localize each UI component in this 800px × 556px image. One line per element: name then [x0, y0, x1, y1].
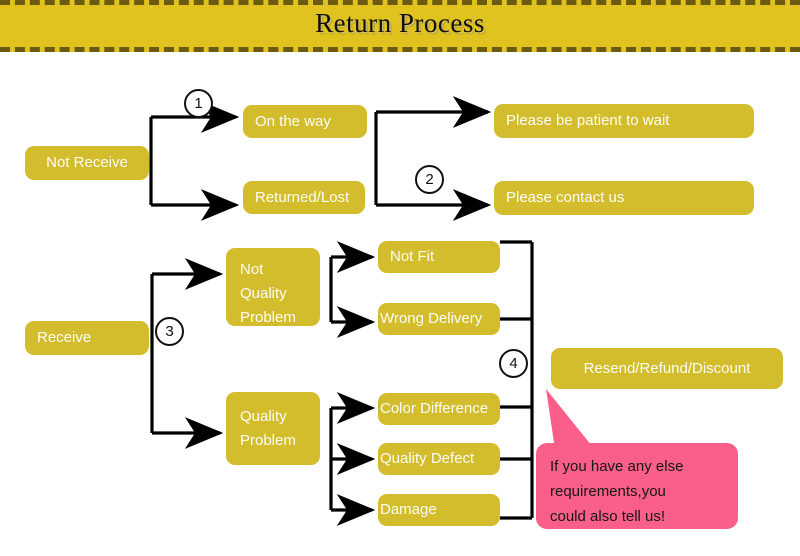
marker-step-2: 2: [415, 165, 444, 194]
node-returned-lost[interactable]: Returned/Lost: [243, 181, 365, 214]
callout-bubble: If you have any else requirements,you co…: [536, 443, 738, 529]
node-on-the-way[interactable]: On the way: [243, 105, 367, 138]
callout-line: requirements,you: [550, 483, 666, 500]
page-title: Return Process: [315, 8, 485, 38]
node-wrong-delivery[interactable]: Wrong Delivery: [378, 303, 500, 335]
marker-step-4: 4: [499, 349, 528, 378]
node-receive[interactable]: Receive: [25, 321, 149, 355]
node-resend-refund-discount[interactable]: Resend/Refund/Discount: [551, 348, 783, 389]
marker-step-3: 3: [155, 317, 184, 346]
node-color-difference[interactable]: Color Difference: [378, 393, 500, 425]
node-not-fit[interactable]: Not Fit: [378, 241, 500, 273]
node-line: Problem: [240, 309, 296, 326]
connector-lines: [149, 96, 534, 526]
flowchart-canvas: Not Receive On the way Returned/Lost Ple…: [0, 52, 800, 556]
header-banner: Return Process: [0, 0, 800, 52]
node-not-quality-problem[interactable]: Not Quality Problem: [226, 248, 320, 326]
node-be-patient-to-wait[interactable]: Please be patient to wait: [494, 104, 754, 138]
marker-step-1: 1: [184, 89, 213, 118]
node-line: Quality: [240, 408, 287, 425]
node-damage[interactable]: Damage: [378, 494, 500, 526]
node-line: Quality: [240, 285, 287, 302]
node-line: Not: [240, 261, 264, 278]
node-please-contact-us[interactable]: Please contact us: [494, 181, 754, 215]
node-line: Problem: [240, 432, 296, 449]
callout-line: If you have any else: [550, 458, 684, 475]
node-not-receive[interactable]: Not Receive: [25, 146, 149, 180]
node-quality-defect[interactable]: Quality Defect: [378, 443, 500, 475]
node-quality-problem[interactable]: Quality Problem: [226, 392, 320, 465]
callout-line: could also tell us!: [550, 508, 666, 525]
